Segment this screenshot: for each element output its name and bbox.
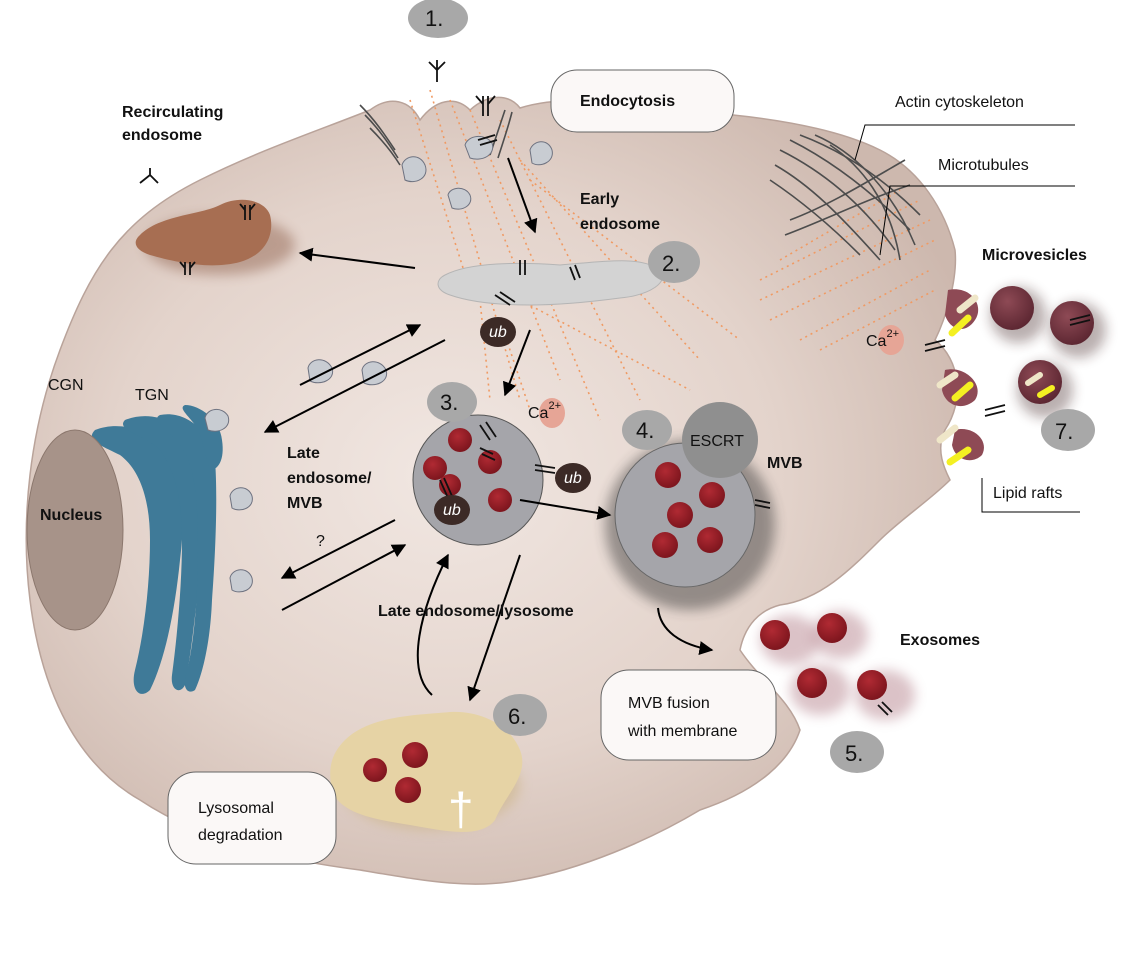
mvb-fusion-label-2: with membrane bbox=[627, 723, 737, 740]
lysosomal-degradation-label-1: Lysosomal bbox=[198, 800, 274, 817]
exosomes-label: Exosomes bbox=[900, 632, 980, 649]
tgn-label: TGN bbox=[135, 387, 169, 404]
mvb-label: MVB bbox=[767, 455, 803, 472]
recirculating-endosome-label-1: Recirculating bbox=[122, 104, 223, 121]
microvesicle bbox=[990, 286, 1034, 330]
question-mark: ? bbox=[316, 533, 325, 550]
calcium-label: Ca2+ bbox=[528, 400, 561, 422]
exosome bbox=[817, 613, 847, 643]
step-badge-2 bbox=[648, 241, 700, 283]
exosome bbox=[760, 620, 790, 650]
step-badge-1 bbox=[408, 0, 468, 38]
step-badge-4 bbox=[622, 410, 672, 450]
actin-cytoskeleton-label: Actin cytoskeleton bbox=[895, 94, 1024, 111]
late-endosome-mvb-label-3: MVB bbox=[287, 495, 323, 512]
lysosome bbox=[330, 711, 523, 832]
microvesicles-group bbox=[942, 286, 1106, 461]
lipid-rafts-bracket bbox=[981, 478, 1080, 513]
svg-text:2.: 2. bbox=[662, 251, 680, 276]
golgi-apparatus bbox=[91, 405, 223, 694]
pathway-arrows bbox=[263, 157, 714, 702]
mvb-fusion-box bbox=[600, 669, 777, 761]
calcium-ion bbox=[878, 325, 904, 355]
recirculating-endosome bbox=[135, 199, 272, 266]
cgn-label: CGN bbox=[48, 377, 84, 394]
ubiquitin-tag bbox=[480, 317, 516, 347]
early-endosome-label-2: endosome bbox=[580, 216, 660, 233]
lipid-rafts bbox=[936, 294, 1055, 466]
ubiquitin-tag bbox=[555, 463, 591, 493]
ubiquitin-tags: ub ub ub bbox=[434, 317, 591, 525]
late-endosome-mvb-label-1: Late bbox=[287, 445, 320, 462]
svg-text:4.: 4. bbox=[636, 418, 654, 443]
exosome bbox=[797, 668, 827, 698]
microvesicle bbox=[1050, 301, 1094, 345]
svg-text:ub: ub bbox=[489, 324, 507, 341]
microvesicle bbox=[1018, 360, 1062, 404]
step-badge-7 bbox=[1041, 409, 1095, 451]
nucleus-label: Nucleus bbox=[40, 507, 102, 524]
actin-leader-line bbox=[854, 124, 1075, 161]
svg-text:6.: 6. bbox=[508, 704, 526, 729]
ubiquitin-tag bbox=[434, 495, 470, 525]
svg-text:5.: 5. bbox=[845, 741, 863, 766]
calcium-ion bbox=[539, 398, 565, 428]
escrt-complex bbox=[682, 402, 758, 478]
svg-text:1.: 1. bbox=[425, 6, 443, 31]
svg-text:7.: 7. bbox=[1055, 419, 1073, 444]
step-badge-6 bbox=[493, 694, 547, 736]
late-endosome-mvb-label-2: endosome/ bbox=[287, 470, 372, 487]
receptors bbox=[139, 60, 1091, 716]
calcium-label: Ca2+ bbox=[866, 328, 899, 350]
microtubules-leader-line bbox=[879, 185, 1075, 256]
step-badges: 1. 2. 3. 4. 5. 6. 7. bbox=[408, 0, 1095, 773]
degradation-cross-icon: † bbox=[448, 783, 474, 835]
exosomes-group bbox=[760, 611, 915, 720]
microtubules-label: Microtubules bbox=[938, 157, 1029, 174]
early-endosome-label-1: Early bbox=[580, 191, 619, 208]
endocytic-vesicles bbox=[401, 136, 553, 210]
step-badge-5 bbox=[830, 731, 884, 773]
step-badge-3 bbox=[427, 382, 477, 422]
early-endosome bbox=[437, 260, 663, 306]
nucleus bbox=[26, 429, 124, 631]
svg-text:ub: ub bbox=[443, 502, 461, 519]
lysosomal-degradation-box bbox=[167, 771, 337, 865]
mvb-fusion-label-1: MVB fusion bbox=[628, 695, 710, 712]
lysosomal-degradation-label-2: degradation bbox=[198, 827, 283, 844]
recirculating-endosome-label-2: endosome bbox=[122, 127, 202, 144]
late-endosome-lysosome-label: Late endosome/lysosome bbox=[378, 603, 574, 620]
endocytosis-label: Endocytosis bbox=[580, 93, 675, 110]
lysosome-cargo bbox=[363, 742, 428, 803]
endocytosis-box bbox=[550, 69, 735, 133]
lipid-rafts-label: Lipid rafts bbox=[993, 485, 1062, 502]
svg-text:ub: ub bbox=[564, 470, 582, 487]
exosome bbox=[857, 670, 887, 700]
mvb-ilvs bbox=[652, 462, 725, 558]
escrt-label: ESCRT bbox=[690, 433, 744, 450]
svg-text:3.: 3. bbox=[440, 390, 458, 415]
microvesicles-label: Microvesicles bbox=[982, 247, 1087, 264]
late-endosome-mvb bbox=[412, 414, 544, 546]
